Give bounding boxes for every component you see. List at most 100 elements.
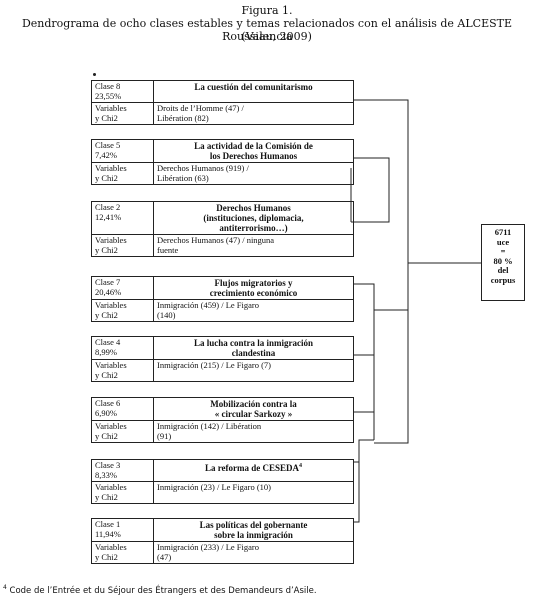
class-percentage: 11,94% [95, 528, 121, 539]
footnote-mark: 4 [3, 584, 7, 591]
class-variables-line: Inmigración (233) / Le Figaro [157, 542, 259, 552]
class-title-line: « circular Sarkozy » [214, 409, 293, 419]
link-class8 [354, 99, 409, 163]
corpus-line: uce [496, 236, 510, 247]
class-variables-line: Inmigración (459) / Le Figaro [157, 300, 259, 310]
class-variables-line: Libération (63) [157, 172, 209, 183]
variables-label-line: y Chi2 [95, 172, 118, 183]
variables-label-line: Variables [95, 421, 127, 431]
class-variables-line: Inmigración (142) / Libération [157, 421, 262, 431]
class-title-line: los Derechos Humanos [209, 151, 298, 161]
class-name: Clase 8 [95, 81, 121, 91]
variables-label-line: Variables [95, 360, 127, 370]
class-percentage: 23,55% [95, 90, 122, 101]
corpus-line: 80 % [493, 255, 513, 266]
class-variables-line: Droits de l’Homme (47) / [157, 103, 244, 113]
class-title: Mobilización contra la« circular Sarkozy… [154, 398, 353, 420]
footnote: 4 Code de l’Entrée et du Séjour des Étra… [3, 584, 317, 596]
class-variables: Inmigración (142) / Libération(91) [154, 421, 353, 442]
corpus-line: corpus [490, 274, 516, 285]
class-variables-line: (47) [157, 551, 172, 562]
link-class3-up [358, 439, 374, 462]
class-variables: Droits de l’Homme (47) /Libération (82) [154, 103, 353, 124]
class-variables-line: (91) [157, 430, 172, 441]
corpus-line: del [497, 265, 509, 276]
class-title-line: Flujos migratorios y [214, 278, 293, 288]
figure-title-line1: Dendrograma de ocho clases estables y te… [21, 17, 513, 43]
class-variables-line: Inmigración (215) / Le Figaro (7) [157, 360, 272, 370]
variables-label-line: Variables [95, 482, 127, 492]
variables-label-line: y Chi2 [95, 551, 118, 562]
class-title-line: La cuestión del comunitarismo [194, 82, 313, 92]
class-name: Clase 4 [95, 337, 121, 347]
variables-label-line: y Chi2 [95, 112, 118, 123]
class-title-line: La reforma de CESEDA [204, 463, 300, 473]
variables-label-line: y Chi2 [95, 430, 118, 441]
class-title-line: La lucha contra la inmigración [194, 338, 313, 348]
variables-label-line: Variables [95, 163, 127, 173]
class-percentage: 7,42% [95, 149, 117, 160]
class-variables-line: (140) [157, 309, 176, 320]
variables-label-line: y Chi2 [95, 309, 118, 320]
class-percentage: 6,90% [95, 407, 117, 418]
class-title-line: crecimiento económico [209, 288, 298, 298]
class-title-line: (instituciones, diplomacia, [203, 213, 304, 223]
figure-title-line2: Roussiau, 2009) [222, 30, 312, 43]
class-title-line: Las políticas del gobernante [199, 520, 308, 530]
class-name: Clase 1 [95, 519, 121, 529]
class-name: Clase 6 [95, 398, 121, 408]
figure-label: Figura 1. [241, 4, 293, 17]
variables-label-line: y Chi2 [95, 244, 118, 255]
class-name: Clase 7 [95, 277, 121, 287]
class-variables: Inmigración (215) / Le Figaro (7) [154, 360, 353, 381]
class-variables: Inmigración (23) / Le Figaro (10) [154, 482, 353, 503]
variables-label-line: y Chi2 [95, 369, 118, 380]
corpus-line: 6711 [494, 227, 512, 237]
variables-label-line: Variables [95, 300, 127, 310]
corpus-box: 6711 uce = 80 % del corpus [481, 224, 525, 301]
root-bracket [374, 280, 409, 444]
class-percentage: 8,33% [95, 469, 117, 480]
class-variables-line: Derechos Humanos (919) / [157, 163, 249, 173]
footnote-ref: 4 [299, 463, 303, 469]
class-title: La reforma de CESEDA4 [154, 460, 353, 481]
class-name: Clase 3 [95, 460, 121, 470]
class-variables: Inmigración (459) / Le Figaro(140) [154, 300, 353, 321]
footnote-text: Code de l’Entrée et du Séjour des Étrang… [6, 585, 317, 596]
class-variables-line: Inmigración (23) / Le Figaro (10) [157, 482, 272, 492]
class-percentage: 12,41% [95, 211, 122, 222]
link-class1 [354, 462, 360, 523]
class-name: Clase 5 [95, 140, 121, 150]
class-percentage: 8,99% [95, 346, 117, 357]
variables-label-line: Variables [95, 542, 127, 552]
class-title-line: sobre la inmigración [214, 530, 293, 540]
class-variables: Derechos Humanos (919) /Libération (63) [154, 163, 353, 184]
variables-label-line: y Chi2 [95, 491, 118, 502]
class-title-line: La actividad de la Comisión de [194, 141, 313, 151]
